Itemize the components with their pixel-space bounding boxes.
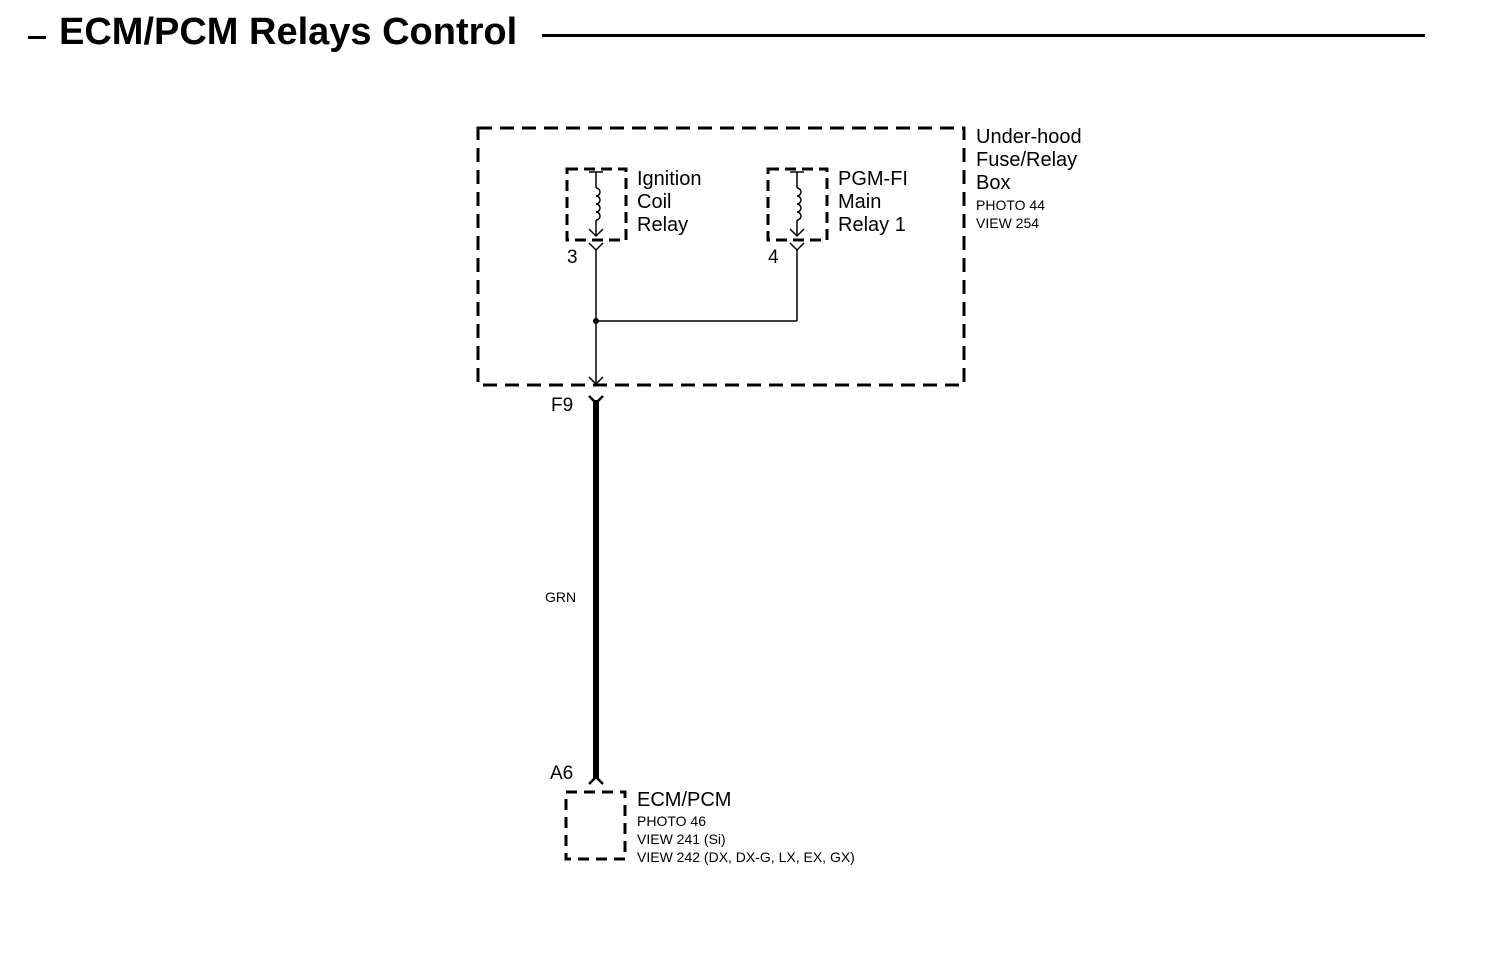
ignition-relay-arrow [588,228,604,238]
pgm-fi-relay-label-line-1: PGM-FI [838,168,908,190]
page-header: ECM/PCM Relays Control [0,0,1504,70]
ecm-pcm-view-ref-2: VIEW 242 (DX, DX-G, LX, EX, GX) [637,849,855,865]
wire-color-label: GRN [545,589,577,605]
fuse-box-name-line-1: Under-hood [976,126,1082,148]
splice-point [593,318,599,324]
pgm-fi-main-relay-symbol [766,167,829,252]
ignition-relay-label-line-2: Coil [637,191,672,213]
fuse-box-outline [476,126,966,387]
fuse-box-name-line-2: Fuse/Relay [976,149,1078,171]
pgm-fi-relay-outline [766,167,829,242]
fuse-box-name-line-3: Box [976,172,1011,194]
ignition-coil-relay-symbol [565,167,628,252]
pgm-fi-relay-arrow [789,228,805,238]
pgm-fi-relay-pin-number: 4 [768,247,779,268]
title-dash [28,36,46,39]
title-rule [542,34,1425,37]
pgm-fi-relay-coil [796,187,802,221]
ecm-pcm-photo-ref: PHOTO 46 [637,813,706,829]
ignition-relay-label-line-3: Relay [637,214,689,236]
ecm-pcm-view-ref-1: VIEW 241 (Si) [637,831,726,847]
ignition-relay-outline [565,167,628,242]
fuse-box-output-arrow [588,376,604,386]
a6-connector-symbol [588,775,604,785]
pgm-fi-relay-pin-chevron [789,242,805,252]
page-title: ECM/PCM Relays Control [59,11,518,53]
a6-pin-label: A6 [550,763,574,784]
fuse-box-view-ref: VIEW 254 [976,215,1040,231]
ignition-relay-pin-chevron [588,242,604,252]
ignition-relay-coil [595,187,601,221]
pgm-fi-relay-label-line-2: Main [838,191,882,213]
ignition-relay-label-line-1: Ignition [637,168,702,190]
f9-pin-label: F9 [551,395,574,416]
ecm-pcm-outline [564,790,627,861]
fuse-box-photo-ref: PHOTO 44 [976,197,1045,213]
ecm-pcm-name: ECM/PCM [637,789,732,811]
ignition-relay-pin-number: 3 [567,247,578,268]
pgm-fi-relay-label-line-3: Relay 1 [838,214,906,236]
